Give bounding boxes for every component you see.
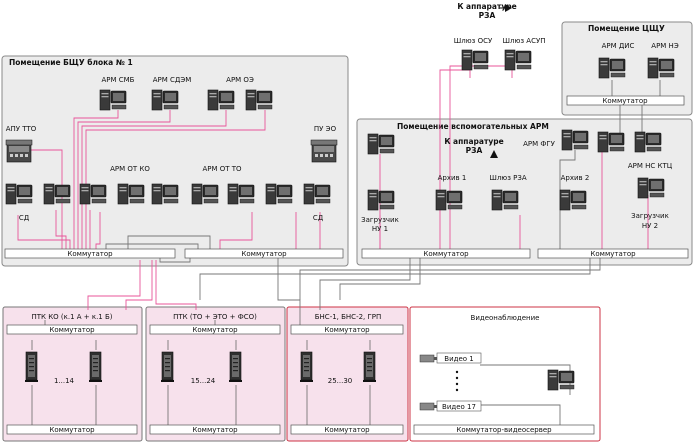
gateway-rza: Шлюз РЗА: [489, 174, 527, 211]
loader-nu-2: Загрузчик НУ 2: [631, 177, 669, 230]
loader-nu-2-line1: Загрузчик: [631, 212, 669, 220]
ptk-3-contents: Коммутатор 25...30 Коммутатор: [290, 324, 404, 435]
room-aux-title: Помещение вспомогательных АРМ: [397, 122, 549, 131]
arm-dis-label: АРМ ДИС: [602, 42, 635, 50]
pu-eo-label: ПУ ЭО: [314, 125, 337, 133]
ptk-3-title: БНС-1, БНС-2, ГРП: [315, 313, 382, 321]
switch-aux-2: Коммутатор: [537, 248, 689, 259]
switch-tsshu-label: Коммутатор: [602, 97, 648, 105]
switch-bshu-2: Коммутатор: [184, 248, 344, 259]
archive-2-label: Архив 2: [561, 174, 590, 182]
video-switch-label: Коммутатор-видеосервер: [456, 426, 552, 434]
ptk-3-top-switch: Коммутатор: [324, 326, 370, 334]
gateway-asup-label: Шлюз АСУП: [502, 37, 545, 45]
arm-ns-ktts: АРМ НС КТЦ: [597, 131, 673, 170]
sd-right: СД: [303, 183, 331, 222]
room-aux: Помещение вспомогательных АРМ: [356, 118, 693, 266]
switch-bshu-1-label: Коммутатор: [67, 250, 113, 258]
switch-tsshu: Коммутатор: [566, 95, 685, 106]
archive-1-label: Архив 1: [438, 174, 467, 182]
ptk-1-bottom-switch: Коммутатор: [49, 426, 95, 434]
arm-fgu: АРМ ФГУ: [523, 129, 589, 151]
arm-smb: АРМ СМБ: [99, 76, 135, 111]
loader-nu-1: Загрузчик НУ 1: [361, 189, 399, 233]
sd-left-label: СД: [19, 214, 30, 222]
ptk-2-top-switch: Коммутатор: [192, 326, 238, 334]
video-contents: Видео 1 Видео 17 Коммутатор-видеосервер: [413, 352, 595, 435]
aux-rza-arrow: К аппаратуре РЗА: [444, 137, 504, 158]
gateway-asup: Шлюз АСУП: [502, 37, 546, 71]
arm-ot-ko-label: АРМ ОТ КО: [110, 165, 150, 173]
switch-bshu-1: Коммутатор: [4, 248, 176, 259]
arm-oe: АРМ ОЭ: [207, 76, 273, 111]
gateway-osu-label: Шлюз ОСУ: [454, 37, 493, 45]
room-tsshu: Помещение ЦЩУ: [561, 21, 693, 116]
aux-arrow-line2: РЗА: [466, 146, 483, 155]
video-first-label: Видео 1: [444, 355, 473, 363]
arm-ne-label: АРМ НЭ: [651, 42, 679, 50]
archive-2: Архив 2: [559, 174, 590, 211]
archive-1: Архив 1: [435, 174, 467, 211]
arm-ot-to: АРМ ОТ ТО: [191, 165, 293, 205]
loader-nu-1-line2: НУ 1: [372, 225, 388, 233]
arm-ot-to-label: АРМ ОТ ТО: [202, 165, 242, 173]
aux-pc-top-left: [367, 133, 395, 155]
ptk-group-2: ПТК (ТО + ЭТО + ФСО): [145, 306, 286, 442]
video-title: Видеонаблюдение: [471, 314, 540, 322]
ptk-2-title: ПТК (ТО + ЭТО + ФСО): [173, 313, 257, 321]
arm-ns-ktts-label: АРМ НС КТЦ: [628, 162, 673, 170]
arm-sdem: АРМ СДЭМ: [151, 76, 192, 111]
room-bshu-title: Помещение БЩУ блока № 1: [9, 58, 133, 67]
arm-sdem-label: АРМ СДЭМ: [153, 76, 192, 84]
ptk-3-range: 25...30: [328, 377, 353, 385]
aux-arrow-line1: К аппаратуре: [444, 137, 503, 146]
gateway-osu: Шлюз ОСУ: [454, 37, 493, 71]
ptk-2-contents: Коммутатор 15...24 Коммутатор: [149, 324, 281, 435]
arm-ne: АРМ НЭ: [647, 42, 679, 79]
gateway-rza-label: Шлюз РЗА: [489, 174, 527, 182]
ptk-2-bottom-switch: Коммутатор: [192, 426, 238, 434]
arm-smb-label: АРМ СМБ: [101, 76, 134, 84]
ptk-1-top-switch: Коммутатор: [49, 326, 95, 334]
top-rza-arrow: К аппаратуре РЗА: [457, 2, 516, 20]
pu-eo: ПУ ЭО: [310, 125, 338, 163]
video-last-label: Видео 17: [442, 403, 476, 411]
arm-oe-label: АРМ ОЭ: [226, 76, 254, 84]
ptk-1-title: ПТК КО (к.1 А + к.1 Б): [31, 313, 112, 321]
apu-tto-label: АПУ ТТО: [6, 125, 37, 133]
sd-right-label: СД: [313, 214, 324, 222]
top-arrow-line2: РЗА: [479, 11, 496, 20]
arm-ot-ko: АРМ ОТ КО: [43, 165, 179, 205]
arm-dis: АРМ ДИС: [598, 42, 635, 79]
loader-nu-1-line1: Загрузчик: [361, 216, 399, 224]
switch-aux-1: Коммутатор: [361, 248, 531, 259]
switch-aux-1-label: Коммутатор: [423, 250, 469, 258]
switch-bshu-2-label: Коммутатор: [241, 250, 287, 258]
switch-aux-2-label: Коммутатор: [590, 250, 636, 258]
ptk-group-1: ПТК КО (к.1 А + к.1 Б): [2, 306, 143, 442]
arm-fgu-label: АРМ ФГУ: [523, 140, 556, 148]
sd-left: СД: [5, 183, 33, 222]
top-arrow-line1: К аппаратуре: [457, 2, 516, 11]
ptk-3-bottom-switch: Коммутатор: [324, 426, 370, 434]
ptk-2-range: 15...24: [191, 377, 216, 385]
loader-nu-2-line2: НУ 2: [642, 222, 658, 230]
ptk-1-contents: Коммутатор 1...14 Коммутатор: [6, 324, 138, 435]
apu-tto: АПУ ТТО: [5, 125, 37, 163]
room-tsshu-title: Помещение ЦЩУ: [588, 24, 665, 33]
ptk-group-3: БНС-1, БНС-2, ГРП: [286, 306, 409, 442]
ptk-1-range: 1...14: [54, 377, 75, 385]
